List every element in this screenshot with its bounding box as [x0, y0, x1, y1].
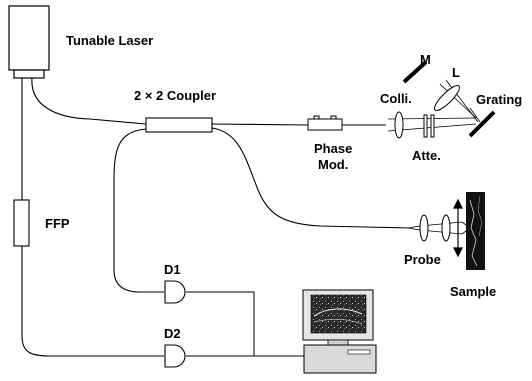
d1-label: D1: [164, 262, 181, 277]
signal-lines: [186, 291, 304, 357]
grating: [468, 110, 496, 138]
computer: [302, 289, 377, 374]
optical-fibers: [21, 77, 411, 357]
tunable-laser-label: Tunable Laser: [66, 33, 153, 48]
coupler-label: 2 × 2 Coupler: [134, 88, 216, 103]
fiber-ffp-to-d2: [21, 246, 164, 357]
sample-label: Sample: [450, 284, 496, 299]
fiber-fabry-perot-filter: [13, 199, 30, 247]
sample: [466, 192, 485, 270]
fiber-coupler-to-probe: [211, 127, 411, 229]
scan-arrow: [453, 198, 463, 258]
phase-mod-label-line2: Mod.: [318, 157, 348, 172]
collimator-label: Colli.: [380, 91, 412, 106]
attenuator: [423, 114, 435, 138]
collimator-lens: [394, 111, 404, 139]
probe-lens-1: [419, 214, 429, 242]
grating-label: Grating: [476, 92, 522, 107]
d2-label: D2: [164, 326, 181, 341]
probe-optics: [407, 221, 471, 235]
coupler-2x2: [145, 117, 213, 133]
probe-lens-2: [441, 214, 451, 242]
mirror-label: M: [420, 52, 431, 67]
detector-d1: [164, 280, 186, 304]
fiber-laser-to-coupler: [31, 77, 147, 125]
attenuator-label: Atte.: [412, 148, 441, 163]
detector-d2: [164, 344, 186, 368]
fiber-coupler-to-phase-mod: [211, 123, 309, 126]
phase-modulator: [307, 115, 343, 131]
fiber-coupler-to-d1: [113, 128, 164, 293]
ffp-label: FFP: [45, 216, 70, 231]
mirror-m: [402, 60, 428, 84]
lens-l: [433, 84, 461, 112]
computer-base: [303, 344, 377, 374]
phase-mod-label-line1: Phase: [314, 141, 352, 156]
computer-screen: [310, 294, 367, 334]
tunable-laser: [8, 5, 50, 79]
lens-label: L: [452, 65, 460, 80]
probe-label: Probe: [404, 252, 441, 267]
